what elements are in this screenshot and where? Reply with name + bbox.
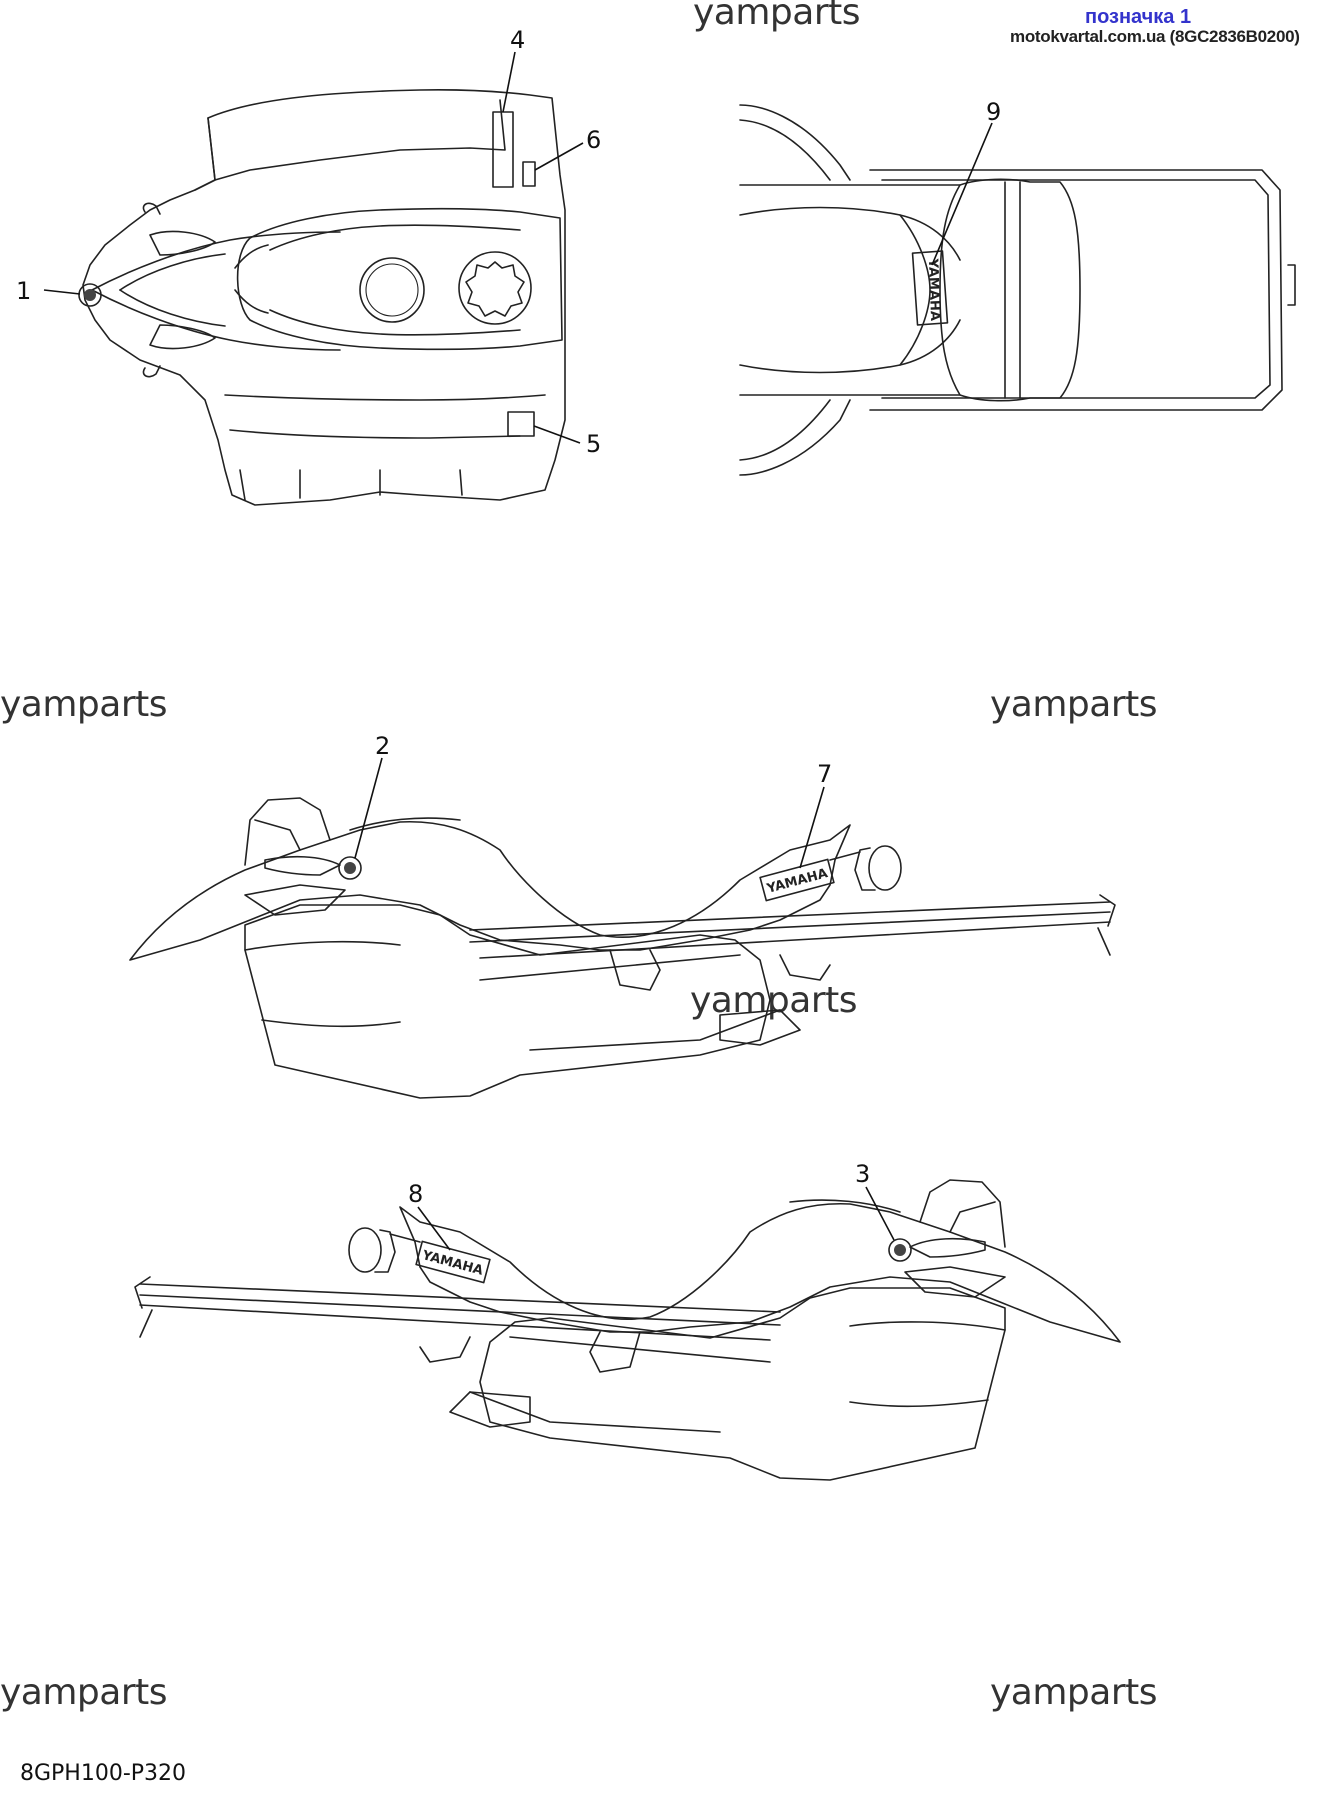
callout-5: 5 — [586, 430, 602, 458]
watermark: yamparts — [990, 1672, 1158, 1713]
callout-4: 4 — [510, 26, 526, 54]
diagram-code: 8GPH100-P320 — [20, 1761, 187, 1786]
watermark: yamparts — [0, 684, 168, 725]
callout-6: 6 — [586, 126, 602, 154]
leader-line-4 — [502, 51, 516, 113]
watermark: yamparts — [990, 684, 1158, 725]
site-label: motokvartal.com.ua (8GC2836B0200) — [1010, 27, 1300, 46]
watermark: yamparts — [0, 1672, 168, 1713]
watermark: yamparts — [693, 0, 861, 33]
watermark: yamparts — [690, 980, 858, 1021]
callout-3: 3 — [855, 1160, 871, 1188]
side-view-left — [129, 797, 1116, 1099]
callout-8: 8 — [408, 1180, 424, 1208]
callout-7: 7 — [817, 760, 833, 788]
leader-line-8 — [417, 1206, 451, 1251]
callout-9: 9 — [986, 98, 1002, 126]
callout-1: 1 — [16, 277, 32, 305]
decal-9-text: YAMAHA — [925, 258, 942, 322]
callout-2: 2 — [375, 732, 391, 760]
top-view-rear — [739, 104, 1296, 476]
leader-line-5 — [533, 425, 581, 444]
leader-line-2 — [354, 757, 383, 859]
leader-line-3 — [865, 1186, 895, 1241]
page-title: позначка 1 — [1085, 6, 1192, 28]
top-view-front — [78, 89, 566, 506]
side-view-right — [134, 1179, 1121, 1481]
leader-line-9 — [931, 122, 993, 266]
leader-line-6 — [534, 142, 584, 171]
leader-line-7 — [799, 786, 825, 869]
leader-line-1 — [43, 289, 81, 295]
